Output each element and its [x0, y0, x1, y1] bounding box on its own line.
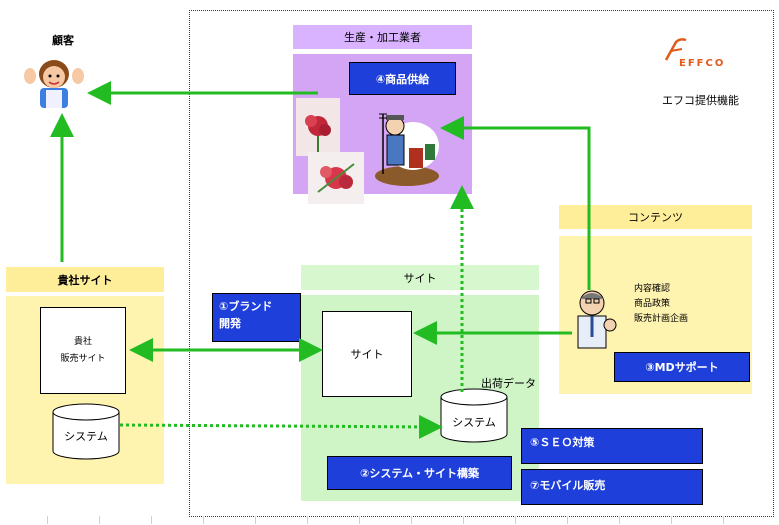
customer-label: 顧客 [52, 34, 74, 47]
effco-logo-icon [664, 38, 687, 61]
customer-person-icon [24, 60, 84, 108]
farmer-icon [375, 113, 439, 186]
effco-logo-text: EFFCO [679, 58, 726, 69]
provided-functions-label: エフコ提供機能 [662, 94, 739, 107]
consultant-icon [577, 290, 617, 349]
site-box: サイト [322, 311, 412, 397]
shipping-data-label: 出荷データ [481, 377, 536, 390]
contents-item: 販売計画企画 [634, 314, 689, 324]
brand-development-line: ①ブランド [219, 300, 273, 313]
system-site-build-button[interactable]: ②システム・サイト構築 [327, 456, 512, 490]
flower-bouquet-icon [308, 152, 364, 204]
flower-icon [296, 98, 340, 156]
product-supply-button[interactable]: ④商品供給 [349, 62, 456, 95]
producer-header: 生産・加工業者 [293, 25, 472, 49]
client-sales-site-box: 貴社 販売サイト [40, 307, 126, 394]
mobile-sales-button[interactable]: ⑦モバイル販売 [521, 469, 703, 505]
effco-function-frame [189, 10, 774, 517]
seo-button[interactable]: ⑤ＳＥＯ対策 [521, 428, 703, 464]
site-system-label: システム [452, 416, 496, 429]
client-sales-site-line: 貴社 [73, 336, 92, 347]
md-support-button[interactable]: ③MDサポート [614, 352, 750, 382]
client-system-label: システム [64, 430, 108, 443]
brand-development-line: 開発 [219, 317, 241, 330]
site-system-cylinder [440, 388, 508, 443]
arrow-client-system-to-site-system [119, 414, 443, 439]
client-site-header: 貴社サイト [6, 267, 164, 292]
client-system-cylinder [52, 403, 120, 460]
arrow-contents-to-producer [440, 116, 591, 290]
contents-item: 内容確認 [634, 284, 671, 294]
contents-item: 商品政策 [634, 299, 671, 309]
site-header: サイト [301, 265, 539, 290]
contents-header: コンテンツ [559, 205, 752, 229]
client-sales-site-line: 販売サイト [60, 353, 106, 364]
contents-item-list: 内容確認 商品政策 販売計画企画 [634, 282, 688, 327]
